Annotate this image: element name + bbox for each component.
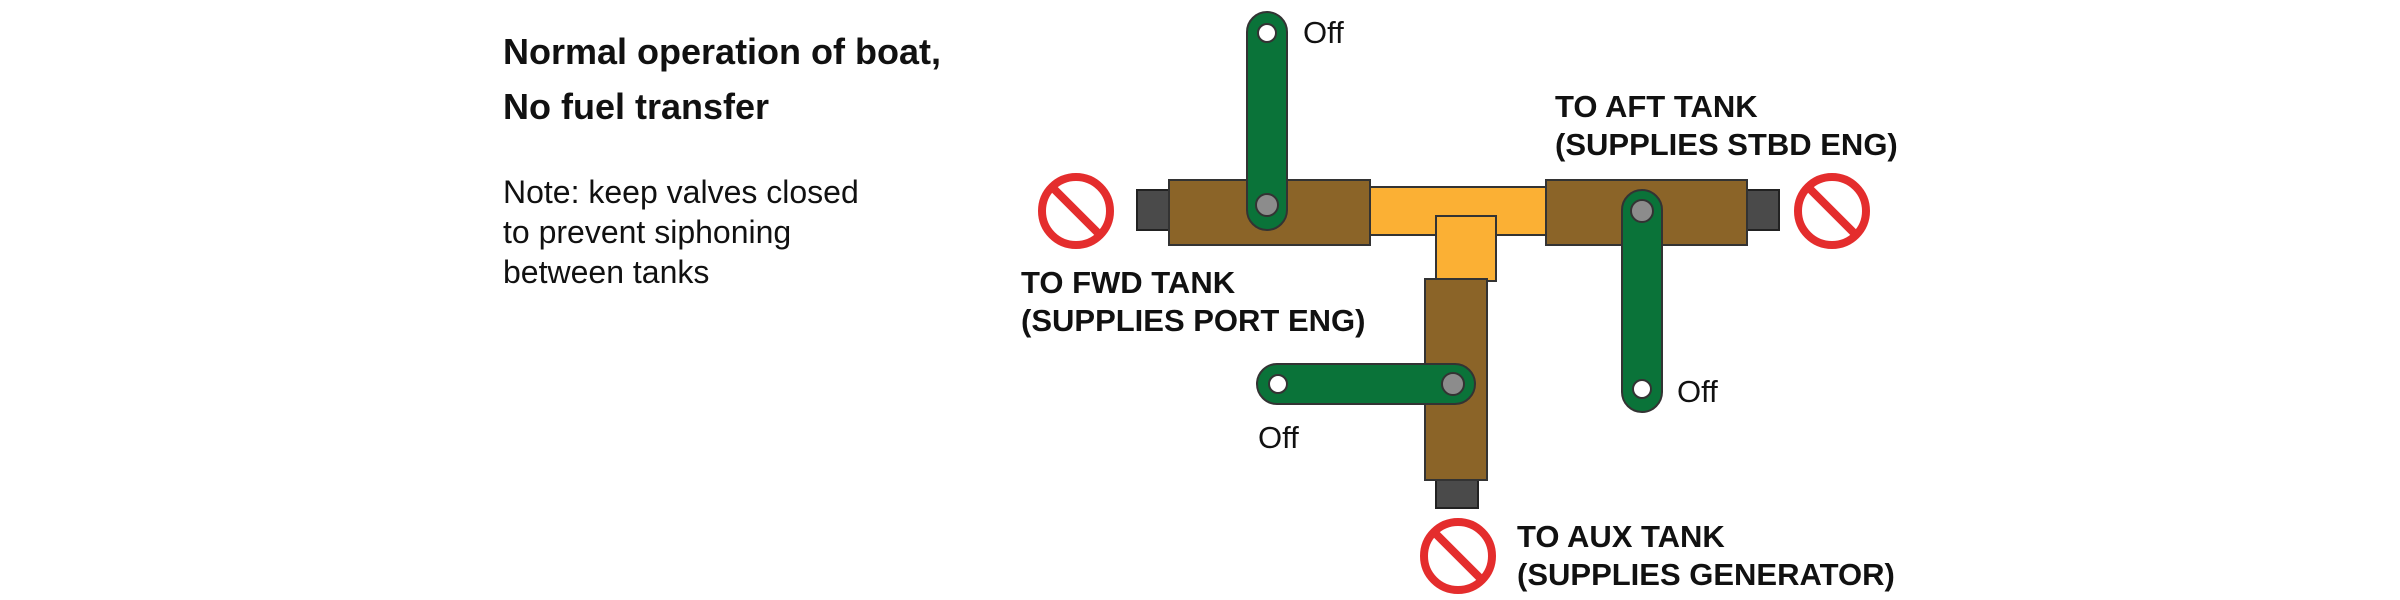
note-line-2: to prevent siphoning xyxy=(503,214,792,250)
title-line-1: Normal operation of boat, xyxy=(503,31,942,72)
title-line-2: No fuel transfer xyxy=(503,86,770,127)
aux-valve-state: Off xyxy=(1258,420,1299,455)
fwd-valve-handle[interactable] xyxy=(1246,11,1288,231)
fwd-tank-label-line-1: TO FWD TANK xyxy=(1021,265,1236,300)
diagram-title: Normal operation of boat, No fuel transf… xyxy=(503,24,941,134)
aft-tank-label-line-2: (SUPPLIES STBD ENG) xyxy=(1555,127,1898,162)
note-text: Note: keep valves closed to prevent siph… xyxy=(503,172,859,292)
aft-valve-handle[interactable] xyxy=(1621,189,1663,413)
aft-valve-state: Off xyxy=(1677,374,1718,409)
aux-handle-pivot xyxy=(1441,372,1465,396)
aux-tank-label: TO AUX TANK (SUPPLIES GENERATOR) xyxy=(1517,518,1895,594)
aux-tank-label-line-2: (SUPPLIES GENERATOR) xyxy=(1517,557,1895,592)
aux-valve-handle[interactable] xyxy=(1256,363,1476,405)
aft-tank-label: TO AFT TANK (SUPPLIES STBD ENG) xyxy=(1555,88,1898,164)
fuel-line-vertical xyxy=(1435,215,1497,282)
aft-handle-pivot xyxy=(1630,199,1654,223)
aft-tank-label-line-1: TO AFT TANK xyxy=(1555,89,1758,124)
fwd-valve-state: Off xyxy=(1303,15,1344,50)
aux-tank-label-line-1: TO AUX TANK xyxy=(1517,519,1725,554)
note-line-1: Note: keep valves closed xyxy=(503,174,859,210)
note-line-3: between tanks xyxy=(503,254,710,290)
aft-port-stub xyxy=(1744,189,1780,231)
aft-prohibited-icon xyxy=(1794,173,1870,249)
fwd-port-stub xyxy=(1136,189,1172,231)
fwd-tank-label-line-2: (SUPPLIES PORT ENG) xyxy=(1021,303,1366,338)
fwd-tank-label: TO FWD TANK (SUPPLIES PORT ENG) xyxy=(1021,264,1365,340)
aux-port-stub xyxy=(1435,477,1479,509)
fwd-handle-pivot xyxy=(1255,193,1279,217)
aux-prohibited-icon xyxy=(1420,518,1496,594)
fwd-prohibited-icon xyxy=(1038,173,1114,249)
